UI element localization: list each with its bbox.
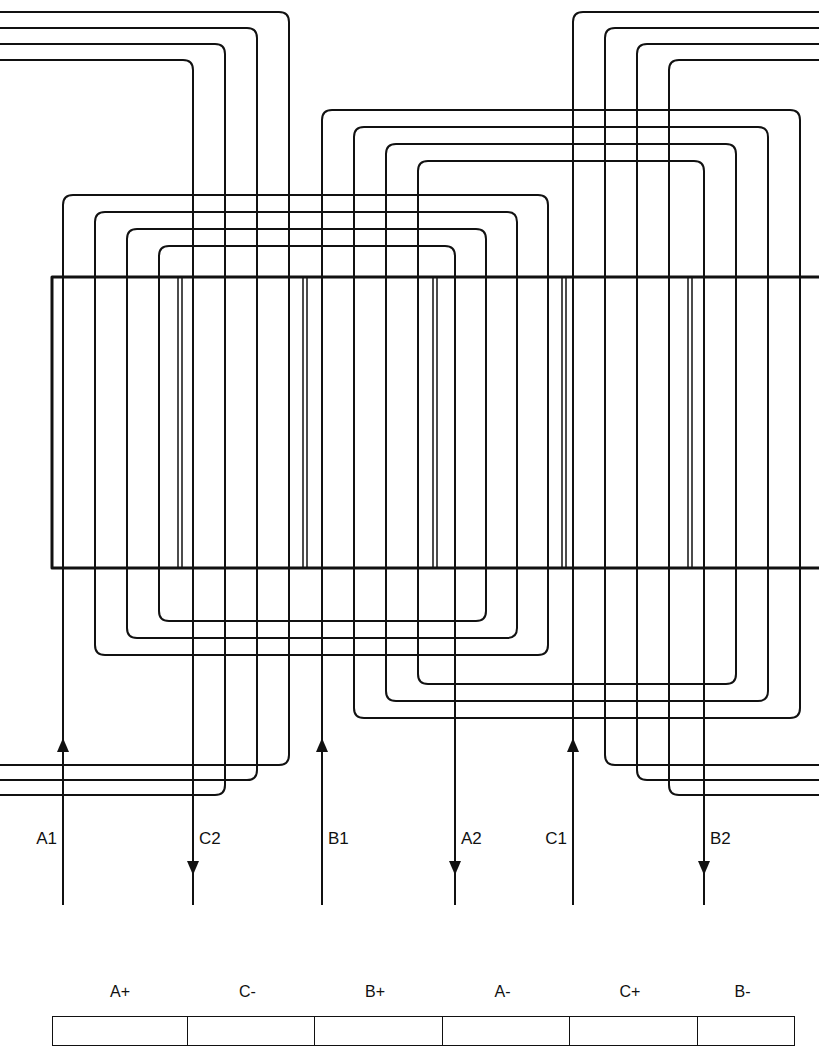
terminal-label: B1 bbox=[328, 829, 349, 849]
terminal-label: C2 bbox=[199, 829, 221, 849]
band-box bbox=[307, 1016, 443, 1046]
band-label: C- bbox=[180, 982, 315, 1002]
slot-lines bbox=[178, 277, 692, 568]
band-label: C+ bbox=[562, 982, 698, 1002]
band-label: B- bbox=[690, 982, 795, 1002]
band-box bbox=[690, 1016, 795, 1046]
band-label: A+ bbox=[52, 982, 188, 1002]
terminal-label: B2 bbox=[710, 829, 731, 849]
phase-b-coil bbox=[322, 110, 800, 905]
band-box bbox=[52, 1016, 188, 1046]
terminal-label: A1 bbox=[36, 829, 57, 849]
band-label: A- bbox=[435, 982, 570, 1002]
band-box bbox=[562, 1016, 698, 1046]
band-box bbox=[180, 1016, 315, 1046]
winding-band: B+ bbox=[307, 982, 443, 1046]
winding-band: B- bbox=[690, 982, 795, 1046]
winding-band: A+ bbox=[52, 982, 188, 1046]
phase-a-coil bbox=[63, 195, 548, 905]
winding-band: A- bbox=[435, 982, 570, 1046]
terminal-label: A2 bbox=[461, 829, 482, 849]
winding-band: C+ bbox=[562, 982, 698, 1046]
phase-c-coil bbox=[0, 12, 819, 905]
terminal-label: C1 bbox=[545, 829, 567, 849]
winding-band: C- bbox=[180, 982, 315, 1046]
band-label: B+ bbox=[307, 982, 443, 1002]
band-box bbox=[435, 1016, 570, 1046]
terminal-arrows bbox=[57, 738, 710, 875]
